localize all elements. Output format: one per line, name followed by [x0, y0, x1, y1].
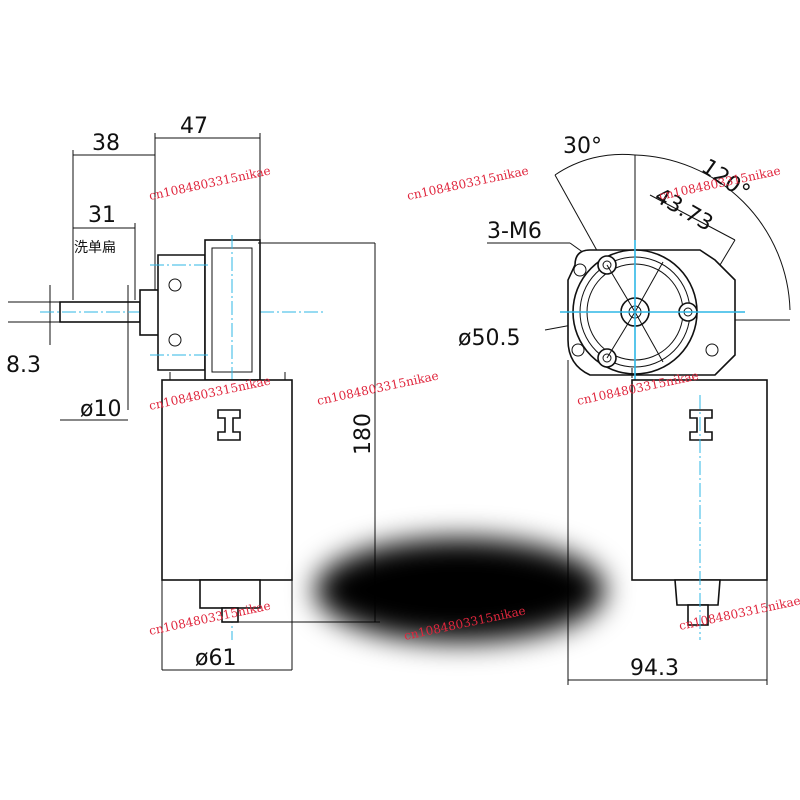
dark-smudge [315, 538, 605, 642]
watermark-2: cn1084803315nikae [406, 163, 530, 202]
gearbox-face [560, 240, 745, 385]
dim-10-label: ø10 [80, 397, 121, 422]
watermark-5: cn1084803315nikae [316, 368, 440, 407]
dim-38-label: 38 [92, 131, 120, 156]
dim-94-3: 94.3 [568, 656, 767, 681]
front-view: 30° 120° 43.73 3-M6 ø50.5 [458, 134, 791, 685]
dim-180-label: 180 [351, 413, 376, 455]
m6-label: 3-M6 [487, 219, 542, 244]
flat-note-label: 洗单扁 [74, 240, 116, 256]
dim-47-label: 47 [180, 114, 208, 139]
dim-38: 38 [72, 131, 155, 300]
gearbox-side [139, 235, 375, 640]
dim-50-5-label: ø50.5 [458, 326, 520, 351]
motor-can-side [161, 372, 293, 670]
dim-8-3: 8.3 [6, 301, 60, 378]
dim-94-3-label: 94.3 [630, 656, 679, 681]
dim-61-label: ø61 [195, 646, 236, 671]
dim-10: ø10 [60, 397, 128, 422]
dim-8-3-label: 8.3 [6, 353, 41, 378]
angle-30: 30° [554, 134, 636, 315]
dim-31: 31 [73, 203, 136, 300]
dim-61: ø61 [162, 646, 292, 671]
dim-47: 47 [154, 114, 261, 300]
motor-can-front [567, 360, 768, 685]
dim-31-label: 31 [88, 203, 116, 228]
side-view: 38 47 31 洗单扁 8.3 ø10 [6, 114, 380, 671]
callout-m6: 3-M6 [487, 219, 606, 269]
angle-30-label: 30° [563, 134, 602, 159]
watermark-1: cn1084803315nikae [148, 163, 272, 202]
